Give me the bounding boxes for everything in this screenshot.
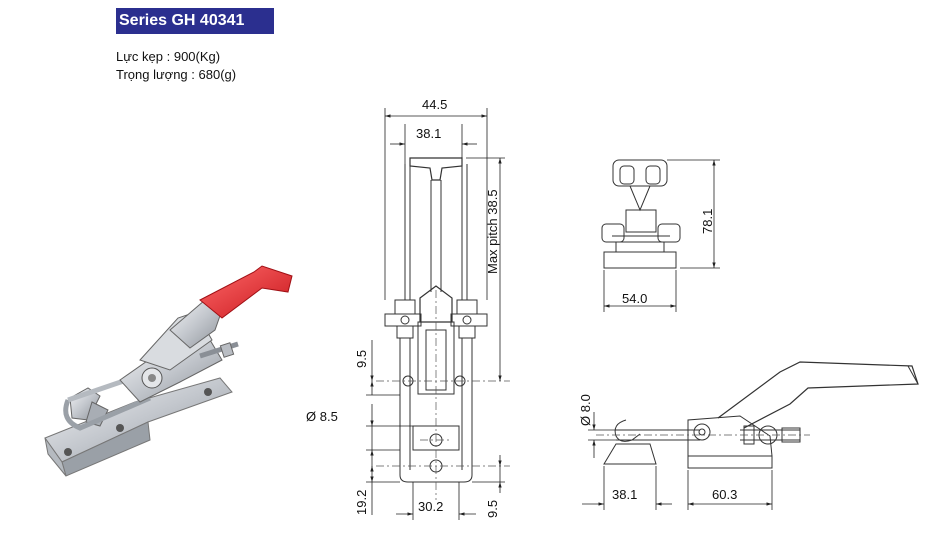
- dim-side-diameter: Ø 8.0: [578, 394, 593, 426]
- front-view-dimension-lines: [366, 108, 505, 520]
- front-view-drawing: [384, 157, 488, 483]
- dim-top-height: 78.1: [700, 209, 715, 234]
- product-photo: [44, 265, 293, 477]
- dim-inner-width: 38.1: [416, 126, 441, 141]
- weight-text: Trọng lượng : 680(g): [116, 67, 237, 82]
- dim-side-base-length: 38.1: [612, 487, 637, 502]
- dim-base-width: 30.2: [418, 499, 443, 514]
- dim-hole-diameter: Ø 8.5: [306, 409, 338, 424]
- dim-top-width: 54.0: [622, 291, 647, 306]
- dim-overall-width: 44.5: [422, 97, 447, 112]
- clamping-force-text: Lực kẹp : 900(Kg): [116, 49, 221, 64]
- front-view-centerlines: [376, 290, 510, 500]
- dim-side-body-length: 60.3: [712, 487, 737, 502]
- product-title: Series GH 40341: [116, 8, 274, 34]
- dim-hole-offset: 9.5: [354, 350, 369, 368]
- dim-max-pitch: Max pitch 38.5: [485, 189, 500, 274]
- top-view-dimension-lines: [603, 159, 720, 312]
- dim-base-height: 19.2: [354, 490, 369, 515]
- side-view-drawing: [603, 361, 919, 469]
- dim-base-offset: 9.5: [485, 500, 500, 518]
- front-view-labels: 44.5 38.1 Max pitch 38.5 9.5 Ø 8.5 19.2 …: [306, 97, 500, 518]
- side-view-dimension-lines: [582, 412, 773, 510]
- top-view-drawing: [601, 159, 681, 269]
